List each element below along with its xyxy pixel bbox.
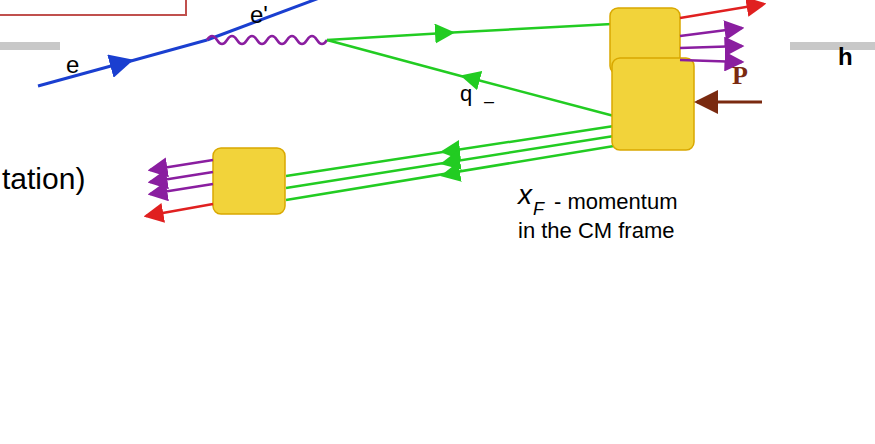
particle-label: q	[460, 82, 472, 106]
remnant-blob	[213, 148, 285, 214]
subscript-label: F	[533, 200, 544, 220]
particle-label: e	[66, 52, 79, 78]
frame-box	[0, 0, 186, 15]
hadron-label: h	[838, 44, 853, 70]
header-bar	[0, 42, 60, 50]
header-bar	[790, 42, 875, 50]
variable-label: x	[518, 180, 532, 211]
note-text: - momentum in the CM frame	[518, 188, 688, 245]
target-blob	[612, 58, 694, 150]
bar-mark: –	[484, 92, 494, 112]
particle-label: e'	[250, 2, 268, 28]
cut-text: tation)	[2, 162, 85, 195]
proton-label: P	[732, 62, 748, 91]
